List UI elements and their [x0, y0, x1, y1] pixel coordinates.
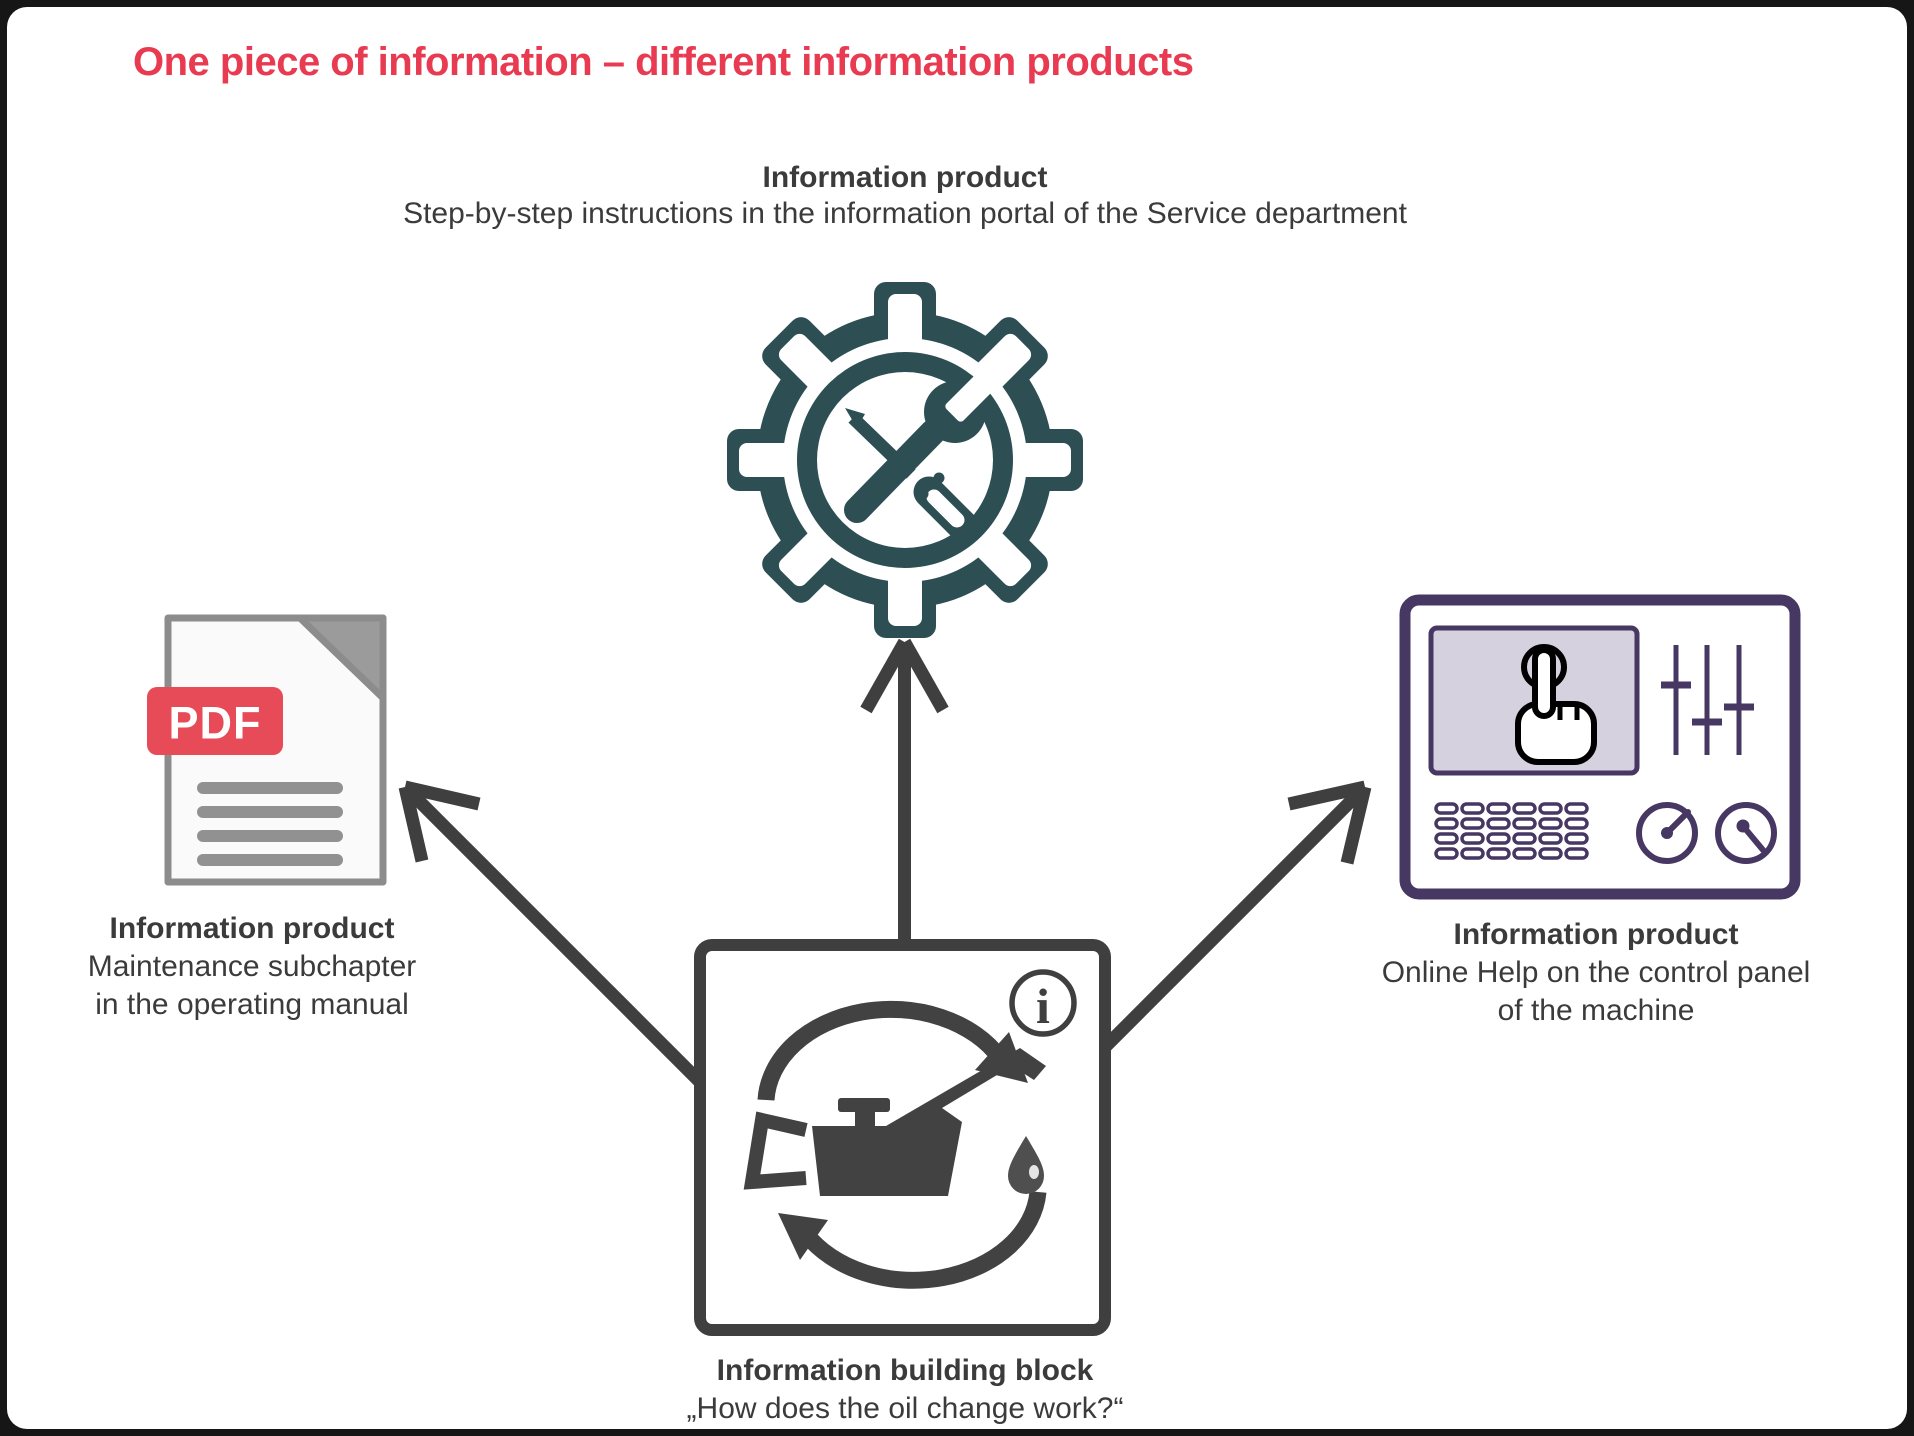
sliders-icon [1661, 645, 1754, 755]
keypad-icon [1434, 802, 1589, 860]
control-panel-icon [1399, 594, 1801, 900]
top-product-heading: Information product [762, 161, 1048, 194]
arrow-up [860, 638, 949, 952]
doc-text-lines [197, 782, 343, 866]
gear-icon [727, 282, 1083, 638]
top-product-caption: Information product Step-by-step instruc… [205, 160, 1605, 232]
gauge-left-icon [1636, 802, 1698, 864]
top-product-description: Step-by-step instructions in the informa… [403, 197, 1407, 230]
left-product-description-line1: Maintenance subchapter [87, 950, 417, 983]
left-product-description-line2: in the operating manual [95, 988, 409, 1021]
oil-can-icon [743, 1048, 1046, 1196]
doc-fold [296, 614, 387, 702]
building-block-question: „How does the oil change work?“ [686, 1392, 1124, 1425]
pdf-badge: PDF [147, 687, 283, 755]
wrench-icon [844, 372, 995, 523]
right-product-description-line2: of the machine [1497, 994, 1695, 1027]
right-product-heading: Information product [1453, 918, 1739, 951]
pdf-document-icon: PDF [147, 614, 387, 886]
touch-hand-icon [1515, 644, 1597, 765]
info-glyph: i [1036, 978, 1050, 1034]
right-product-caption: Information product Online Help on the c… [1350, 916, 1842, 1030]
left-product-caption: Information product Maintenance subchapt… [20, 910, 484, 1024]
building-block-box: i [694, 939, 1111, 1336]
building-block-heading: Information building block [716, 1354, 1094, 1387]
page-title: One piece of information – different inf… [133, 40, 1194, 84]
left-product-heading: Information product [109, 912, 395, 945]
info-icon: i [1009, 969, 1077, 1037]
gauge-right-icon [1715, 802, 1777, 864]
pdf-badge-label: PDF [169, 698, 262, 749]
building-block-caption: Information building block „How does the… [405, 1352, 1405, 1428]
right-product-description-line1: Online Help on the control panel [1381, 956, 1811, 989]
